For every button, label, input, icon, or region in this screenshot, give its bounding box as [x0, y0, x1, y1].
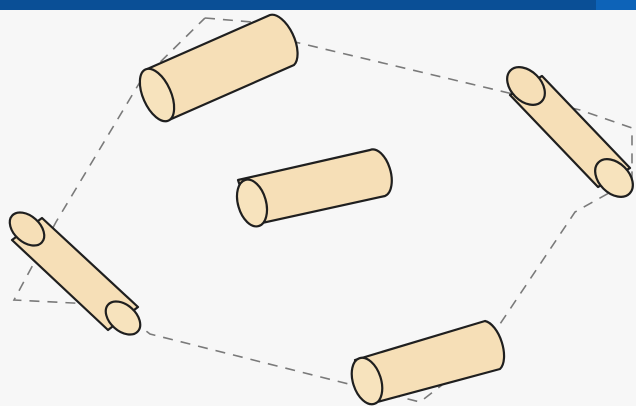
cylinder-bottom-right [350, 319, 506, 406]
cylinder-left [8, 211, 142, 336]
header-bar-accent [596, 0, 636, 10]
cylinder-top-left [138, 13, 299, 123]
cylinder-center [235, 148, 393, 228]
cylinder-top-right [506, 66, 634, 198]
header-bar [0, 0, 636, 10]
